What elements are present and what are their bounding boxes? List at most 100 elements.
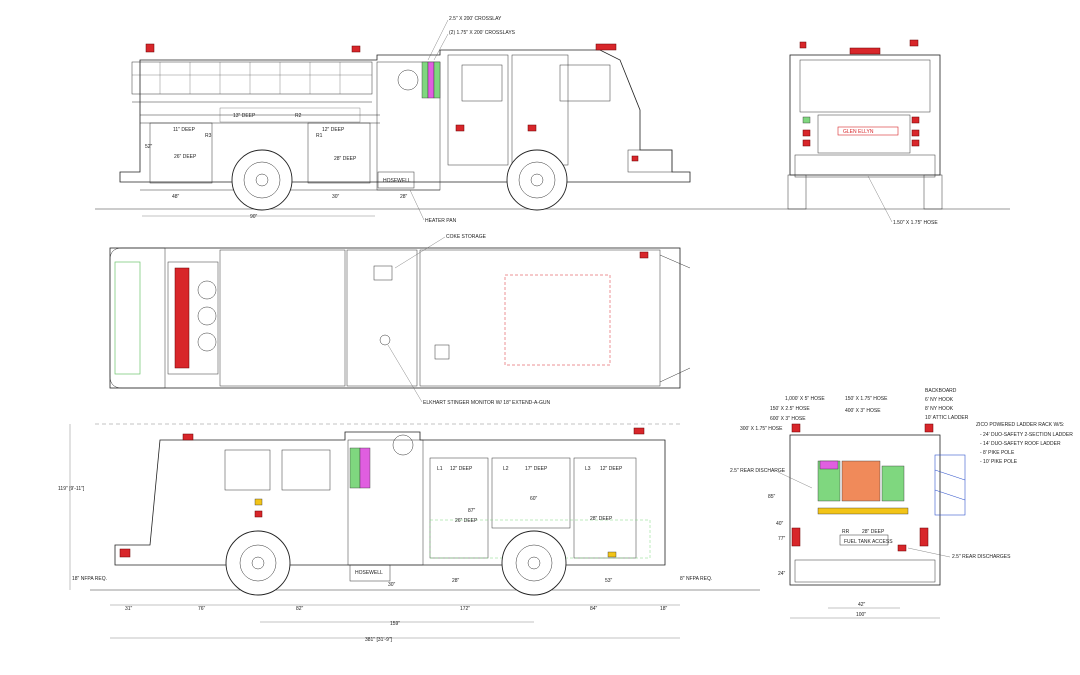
- dim-172: 172": [460, 606, 470, 612]
- roof-ladder: [131, 61, 373, 103]
- label-12-deep-l3: 12" DEEP: [600, 466, 623, 472]
- rear-step: [794, 559, 936, 583]
- compartment-r3: [149, 122, 213, 184]
- hosewell-label-top: HOSEWELL: [383, 178, 411, 184]
- label-28-deep-side: 28" DEEP: [590, 516, 613, 522]
- height-label: 119" [9'-11"]: [58, 486, 85, 492]
- nfpa-right-label: 8" NFPA REQ.: [680, 576, 712, 582]
- cab-roof: [219, 249, 346, 387]
- ladder-item-1: - 24' DUO-SAFETY 2-SECTION LADDER: [980, 432, 1073, 438]
- label-28-deep-rear: 28" DEEP: [862, 529, 885, 535]
- front-bumper: [627, 149, 673, 173]
- compartment-r2: [219, 107, 361, 123]
- hose-400-label: 400' X 3" HOSE: [845, 408, 881, 414]
- hosewell-box: [377, 171, 415, 189]
- compartment-l3: [573, 457, 637, 559]
- label-11-deep: 11" DEEP: [173, 127, 196, 133]
- monitor-label: ELKHART STINGER MONITOR W/ 18" EXTEND-A-…: [423, 400, 550, 406]
- front-cab-window: [559, 64, 611, 102]
- dim-overall: 381" [31'-9"]: [365, 637, 393, 643]
- label-r3: R3: [205, 133, 212, 139]
- heater-pan-label: HEATER PAN: [425, 218, 457, 224]
- front-lightbar: [849, 47, 881, 55]
- dim-28-top: 28": [400, 194, 408, 200]
- grille: [817, 114, 911, 154]
- hosewell-label-side: HOSEWELL: [355, 570, 383, 576]
- coke-storage-label: COKE STORAGE: [446, 234, 487, 240]
- dim-77: 77": [778, 536, 786, 542]
- ladder-item-2: - 14' DUO-SAFETY ROOF LADDER: [980, 441, 1061, 447]
- dim-76: 76": [198, 606, 206, 612]
- fuel-tank-label: FUEL TANK ACCESS: [844, 539, 893, 545]
- rear-discharges-right-label: 2.5" REAR DISCHARGES: [952, 554, 1011, 560]
- monitor-icon: [379, 334, 391, 346]
- dim-30-top: 30": [332, 194, 340, 200]
- dim-24: 24": [778, 571, 786, 577]
- label-r2: R2: [295, 113, 302, 119]
- hose-1000-label: 1,000' X 5" HOSE: [785, 396, 825, 402]
- ladder-item-4: - 10' PIKE POLE: [980, 459, 1018, 465]
- dim-90: 90": [250, 214, 258, 220]
- front-wheel: [506, 149, 568, 211]
- label-26-deep-side: 26" DEEP: [455, 518, 478, 524]
- front-cab-outline: [789, 54, 941, 176]
- hose-150-25-label: 150' X 2.5" HOSE: [770, 406, 810, 412]
- front-tire-right: [923, 174, 943, 210]
- fan-3: [197, 332, 217, 352]
- side-body-outline: [114, 431, 666, 566]
- label-13-deep: 13" DEEP: [233, 113, 256, 119]
- rear-cab-window: [461, 64, 503, 102]
- hook-6-label: 6' NY HOOK: [925, 397, 954, 403]
- compartment-r1: [307, 122, 371, 184]
- rear-view: FUEL TANK ACCESS RR 28" DEEP 1,000' X 5"…: [730, 388, 1073, 619]
- dim-31: 31": [125, 606, 133, 612]
- fan-2: [197, 306, 217, 326]
- dim-85: 85": [768, 494, 776, 500]
- front-bumper-front: [794, 154, 936, 178]
- dim-100: 100": [856, 612, 866, 618]
- windshield: [799, 59, 931, 113]
- front-hose-label: 1.50" X 1.75" HOSE: [893, 220, 938, 226]
- compartment-l1: [429, 457, 489, 559]
- label-28-deep-top: 28" DEEP: [334, 156, 357, 162]
- crosslay-top-label: 2.5" X 200' CROSSLAY: [449, 16, 502, 22]
- backboard-label: BACKBOARD: [925, 388, 957, 394]
- cab-lightbar: [595, 43, 617, 51]
- plan-view: COKE STORAGE ELKHART STINGER MONITOR W/ …: [109, 234, 691, 406]
- stinger-monitor: [392, 434, 414, 456]
- truck-body-outline: [119, 49, 691, 183]
- side-view-bottom: HOSEWELL L1 L2 L3 12" DEEP 17" DEEP 12" …: [58, 423, 760, 643]
- label-r1: R1: [316, 133, 323, 139]
- dim-18: 18": [660, 606, 668, 612]
- grille-lettering: GLEN ELLYN: [843, 129, 874, 135]
- ladder-item-3: - 8' PIKE POLE: [980, 450, 1015, 456]
- dim-60: 60": [530, 496, 538, 502]
- hose-600-label: 600' X 3" HOSE: [770, 416, 806, 422]
- side-cab-window-2: [281, 449, 331, 491]
- label-26-deep-top: 26" DEEP: [174, 154, 197, 160]
- hose-300-label: 300' X 1.75" HOSE: [740, 426, 783, 432]
- dim-48: 48": [172, 194, 180, 200]
- label-rr: RR: [842, 529, 850, 535]
- rear-discharge-left-label: 2.5" REAR DISCHARGE: [730, 468, 786, 474]
- hook-8-label: 8' NY HOOK: [925, 406, 954, 412]
- fan-1: [197, 280, 217, 300]
- nfpa-left-label: 18" NFPA REQ.: [72, 576, 107, 582]
- dim-52: 52": [145, 144, 153, 150]
- dim-82: 82": [296, 606, 304, 612]
- cab: [447, 54, 611, 166]
- rear-outline: [789, 434, 941, 586]
- ladder-rack-label: ZICO POWERED LADDER RACK W/S:: [976, 422, 1064, 428]
- rear-wheel: [231, 149, 293, 211]
- crosslays-label: (2) 1.75" X 200' CROSSLAYS: [449, 30, 516, 36]
- front-view: GLEN ELLYN 1.50" X 1.75" HOSE: [787, 39, 943, 226]
- dim-28-side: 28": [452, 578, 460, 584]
- dim-84: 84": [590, 606, 598, 612]
- side-cab-window-1: [224, 449, 271, 491]
- label-l3: L3: [585, 466, 591, 472]
- rear-beacon: [145, 43, 155, 53]
- side-view-top: 2.5" X 200' CROSSLAY (2) 1.75" X 200' CR…: [95, 16, 1010, 224]
- dim-53: 53": [605, 578, 613, 584]
- dim-42: 42": [858, 602, 866, 608]
